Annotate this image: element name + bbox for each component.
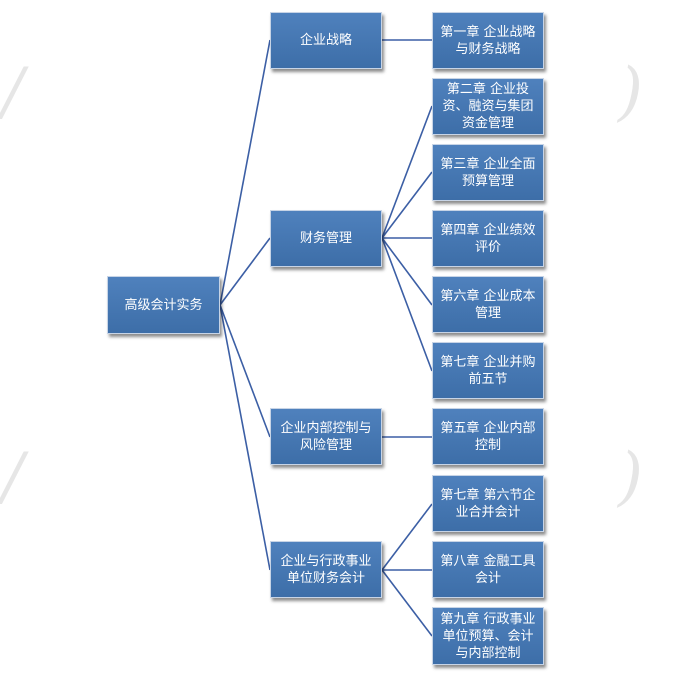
- category-accounting: 企业与行政事业 单位财务会计: [270, 541, 382, 598]
- chapter-8: 第八章 金融工具 会计: [432, 541, 544, 598]
- chapter-6: 第六章 企业成本 管理: [432, 276, 544, 333]
- chapter-7-first-five: 第七章 企业并购 前五节: [432, 342, 544, 399]
- connector-root-control: [219, 304, 271, 438]
- chapter-7-section-6: 第七章 第六节企 业合并会计: [432, 475, 544, 532]
- connector-finance-ch3: [381, 171, 433, 239]
- watermark-right-bottom: ): [618, 440, 643, 514]
- connector-root-finance: [219, 237, 271, 306]
- category-finance: 财务管理: [270, 210, 382, 267]
- watermark-left-bottom: /: [2, 440, 24, 514]
- connector-root-accounting: [219, 304, 271, 571]
- connector-finance-ch2: [381, 105, 433, 239]
- chapter-3: 第三章 企业全面 预算管理: [432, 144, 544, 201]
- connector-accounting-ch9: [381, 569, 433, 637]
- chapter-5: 第五章 企业内部 控制: [432, 408, 544, 465]
- connector-finance-ch7: [381, 237, 433, 372]
- connector-root-strategy: [219, 39, 271, 306]
- watermark-left-top: /: [2, 55, 24, 129]
- watermark-right-top: ): [618, 55, 643, 129]
- chapter-4: 第四章 企业绩效 评价: [432, 210, 544, 267]
- connector-accounting-ch7-6: [381, 503, 433, 571]
- category-internal-control: 企业内部控制与 风险管理: [270, 408, 382, 465]
- chapter-1: 第一章 企业战略 与财务战略: [432, 12, 544, 69]
- connector-finance-ch6: [381, 237, 433, 306]
- root-node: 高级会计实务: [107, 276, 220, 334]
- category-strategy: 企业战略: [270, 12, 382, 69]
- chapter-9: 第九章 行政事业 单位预算、会计 与内部控制: [432, 607, 544, 665]
- chapter-2: 第二章 企业投 资、融资与集团 资金管理: [432, 78, 544, 135]
